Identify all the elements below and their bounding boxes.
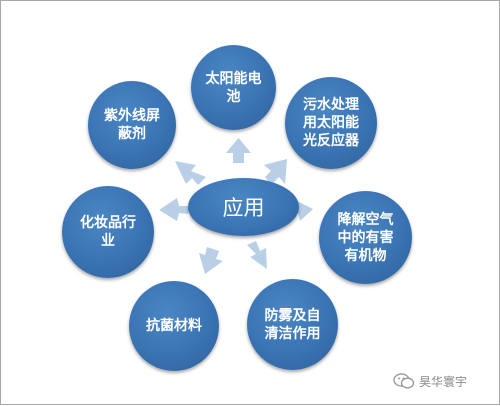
node-solar-cell: 太阳能电 池: [191, 45, 276, 130]
watermark: 昊华寰宇: [393, 371, 467, 391]
arrow-left: [159, 198, 190, 221]
node-antibacterial: 抗菌材料: [129, 281, 219, 371]
node-line: 紫外线屏: [104, 108, 160, 124]
node-line: 中的有害: [337, 229, 394, 246]
arrow-up-left: [175, 161, 206, 185]
arrow-down: [199, 247, 223, 274]
center-label: 应用: [222, 196, 265, 220]
node-line: 化妆品行: [80, 215, 136, 231]
node-line: 抗菌材料: [146, 318, 202, 334]
arrow-down-right: [247, 241, 267, 269]
arrow-up-right: [264, 159, 287, 185]
node-line: 清洁作用: [264, 325, 321, 342]
node-cosmetics: 化妆品行 业: [62, 186, 154, 278]
node-line: 有机物: [344, 247, 387, 264]
center-node: 应用: [188, 178, 299, 236]
node-line: 光反应器: [303, 133, 359, 149]
node-line: 业: [101, 233, 115, 249]
arrow-up: [226, 138, 251, 163]
node-line: 防雾及自: [264, 307, 321, 324]
arrow-right: [287, 200, 313, 221]
node-wastewater-reactor: 污水处理 用太阳能 光反应器: [285, 77, 377, 169]
node-line: 用太阳能: [303, 115, 359, 131]
node-line: 降解空气: [337, 211, 394, 228]
node-line: 太阳能电: [205, 70, 262, 87]
node-line: 蔽剂: [118, 126, 146, 142]
node-antifog: 防雾及自 清洁作用: [247, 279, 338, 370]
wechat-icon: [393, 373, 415, 389]
node-line: 污水处理: [303, 97, 359, 113]
node-air-degradation: 降解空气 中的有害 有机物: [319, 191, 412, 284]
node-line: 池: [226, 88, 241, 105]
node-uv-shield: 紫外线屏 蔽剂: [88, 81, 176, 169]
watermark-text: 昊华寰宇: [419, 374, 468, 389]
